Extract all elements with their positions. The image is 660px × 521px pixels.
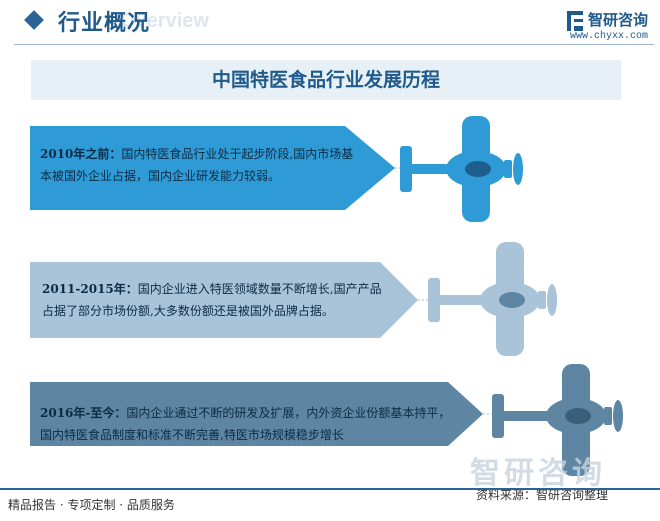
footer-divider (0, 488, 660, 490)
brand-url: www.chyxx.com (570, 31, 649, 42)
stage-text: 2010年之前：国内特医食品行业处于起步阶段,国内市场基本被国外企业占据，国内企… (40, 143, 360, 187)
chart-title: 中国特医食品行业发展历程 (31, 60, 621, 100)
stage-arrow-shape (30, 382, 500, 446)
stage-text: 2016年-至今：国内企业通过不断的研发及扩展，内外资企业份额基本持平，国内特医… (40, 402, 455, 446)
stage-period: 2011-2015年： (42, 282, 138, 296)
footer-tagline: 精品报告 · 专项定制 · 品质服务 (8, 498, 175, 512)
stage-2: 2011-2015年：国内企业进入特医领域数量不断增长,国产产品占据了部分市场份… (0, 240, 660, 360)
diamond-icon (24, 10, 44, 30)
stage-description: 国内特医食品行业处于起步阶段,国内市场基本被国外企业占据，国内企业研发能力较弱。 (40, 147, 354, 183)
watermark-text: 智研咨询 (470, 456, 606, 491)
brand-logo-icon (567, 11, 583, 31)
source-note: 资料来源：智研咨询整理 (476, 488, 609, 502)
stage-period: 2010年之前： (40, 147, 122, 161)
stage-3: 2016年-至今：国内企业通过不断的研发及扩展，内外资企业份额基本持平，国内特医… (0, 362, 660, 482)
stage-arrow-shape (30, 126, 465, 210)
stage-description: 国内企业进入特医领域数量不断增长,国产产品占据了部分市场份额,大多数份额还是被国… (42, 282, 382, 318)
brand-name: 智研咨询 (588, 11, 649, 29)
section-title-en: Overview (120, 10, 209, 32)
header-divider (14, 44, 654, 45)
airplane-icon (428, 242, 557, 356)
stage-1: 2010年之前：国内特医食品行业处于起步阶段,国内市场基本被国外企业占据，国内企… (0, 116, 660, 226)
section-title: 行业概况 (58, 11, 151, 36)
section-header: Overview 行业概况 智研咨询 www.chyxx.com (0, 0, 660, 46)
stage-text: 2011-2015年：国内企业进入特医领域数量不断增长,国产产品占据了部分市场份… (42, 278, 387, 322)
airplane-icon (492, 364, 623, 476)
stage-period: 2016年-至今： (40, 406, 127, 420)
stage-description: 国内企业通过不断的研发及扩展，内外资企业份额基本持平，国内特医食品制度和标准不断… (40, 406, 451, 442)
airplane-icon (400, 116, 523, 222)
